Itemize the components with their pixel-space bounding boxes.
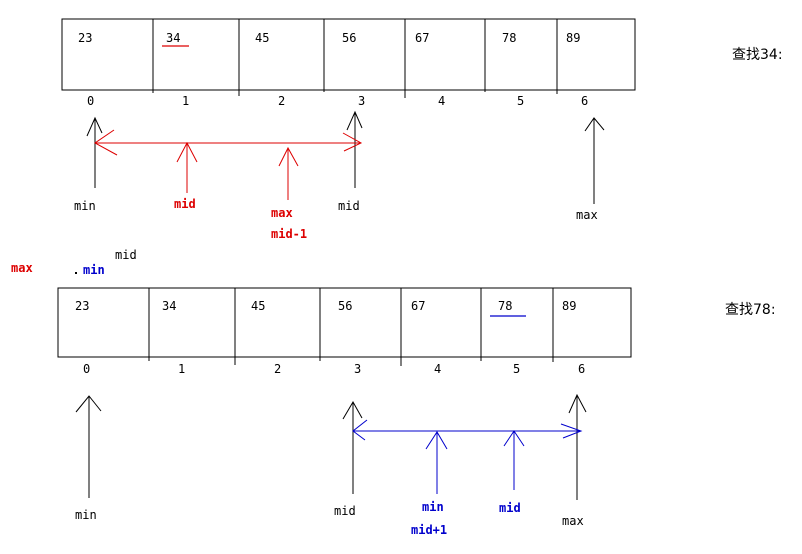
cell-value: 56: [342, 31, 356, 45]
up-arrow-max: [584, 117, 605, 204]
index-label: 0: [87, 94, 94, 108]
up-arrow-min-blue: [425, 431, 448, 494]
label-min: min: [75, 508, 97, 522]
up-arrow-max: [568, 393, 587, 500]
cell-value: 34: [166, 31, 180, 45]
cell-value: 89: [566, 31, 580, 45]
up-arrow-mid: [342, 400, 363, 494]
up-arrow-mid: [346, 110, 363, 188]
panel-2: 23 34 45 56 67 78 89 0 1 2 3 4 5 6 查找78:…: [57, 287, 776, 537]
cell-value: 23: [78, 31, 92, 45]
label-mid: mid: [115, 248, 137, 262]
index-label: 1: [182, 94, 189, 108]
index-label: 4: [434, 362, 441, 376]
label-mid-blue: mid: [499, 501, 521, 515]
cell-value: 45: [255, 31, 269, 45]
up-arrow-mid-red: [176, 141, 198, 193]
index-label: 5: [517, 94, 524, 108]
label-max: max: [576, 208, 598, 222]
range-arrow-red: [94, 129, 363, 156]
range-arrow-blue: [352, 419, 583, 441]
label-max-red: max: [271, 206, 293, 220]
cell-value: 78: [498, 299, 512, 313]
index-label: 6: [581, 94, 588, 108]
label-min-blue: min: [83, 263, 105, 277]
label-mid-minus-1: mid-1: [271, 227, 307, 241]
index-label: 3: [354, 362, 361, 376]
cell-value: 67: [415, 31, 429, 45]
cell-value: 78: [502, 31, 516, 45]
up-arrow-max-red: [278, 146, 299, 200]
up-arrow-min: [75, 395, 102, 498]
array-box-1: [61, 18, 636, 91]
cell-value: 45: [251, 299, 265, 313]
dot-mark: [75, 272, 77, 274]
label-min-blue: min: [422, 500, 444, 514]
index-label: 5: [513, 362, 520, 376]
index-label: 1: [178, 362, 185, 376]
cell-value: 89: [562, 299, 576, 313]
index-label: 2: [278, 94, 285, 108]
cell-value: 67: [411, 299, 425, 313]
index-label: 0: [83, 362, 90, 376]
label-mid: mid: [338, 199, 360, 213]
cell-value: 34: [162, 299, 176, 313]
label-max: max: [562, 514, 584, 528]
label-max-red: max: [11, 261, 33, 275]
label-min: min: [74, 199, 96, 213]
label-mid: mid: [334, 504, 356, 518]
caption-search-34: 查找34:: [732, 47, 783, 63]
array-box-2: [57, 287, 632, 358]
label-mid-plus-1: mid+1: [411, 523, 447, 537]
index-label: 6: [578, 362, 585, 376]
panel-1: 23 34 45 56 67 78 89 0 1 2 3 4 5 6 查找34:…: [61, 18, 783, 241]
index-label: 4: [438, 94, 445, 108]
caption-search-78: 查找78:: [725, 302, 776, 318]
up-arrow-mid-blue: [503, 430, 525, 490]
up-arrow-min: [86, 116, 103, 188]
cell-value: 23: [75, 299, 89, 313]
cell-value: 56: [338, 299, 352, 313]
label-mid-red: mid: [174, 197, 196, 211]
index-label: 2: [274, 362, 281, 376]
index-label: 3: [358, 94, 365, 108]
stray-labels: max mid min: [11, 248, 137, 277]
